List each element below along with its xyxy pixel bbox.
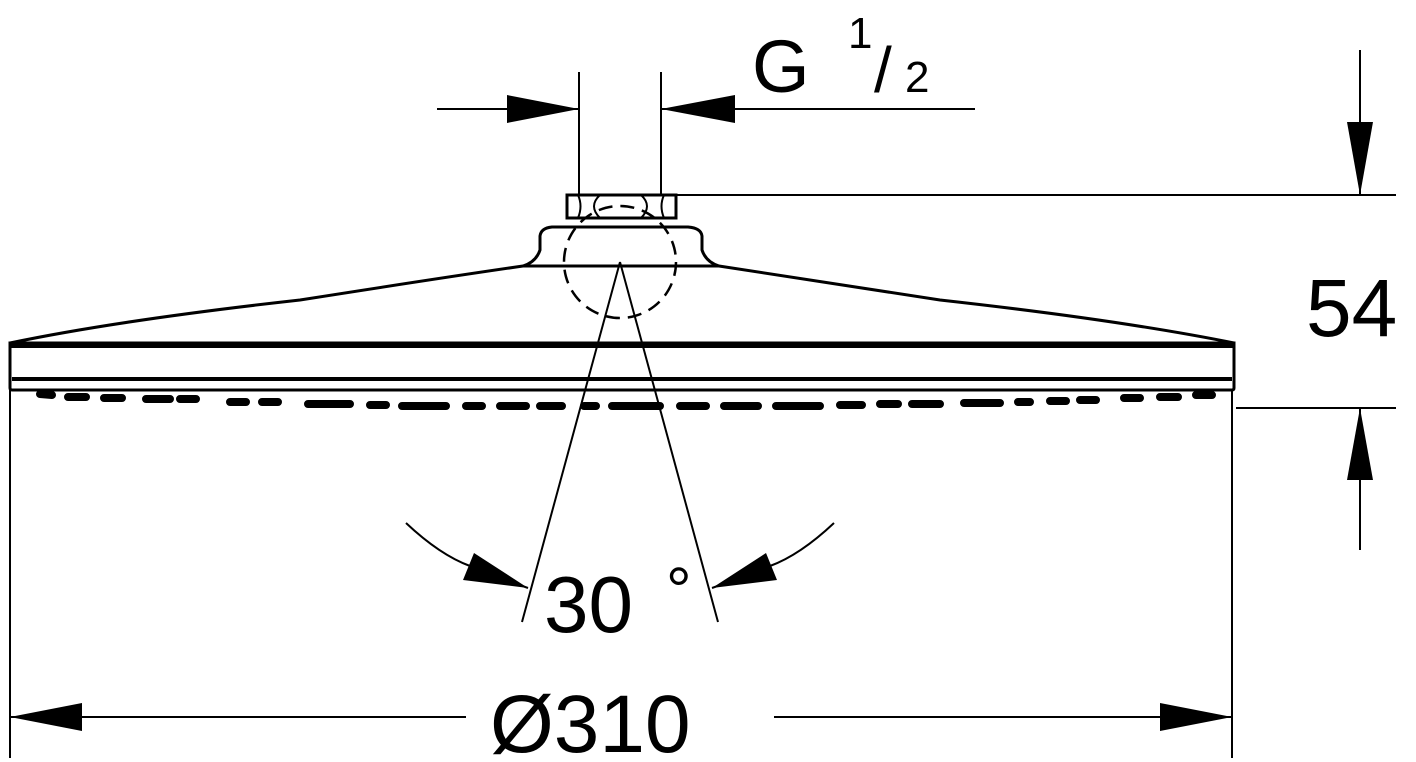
- height-dimension: 54: [676, 50, 1397, 550]
- diameter-arrow-left: [10, 703, 82, 731]
- thread-arrow-right: [661, 95, 735, 123]
- thread-slash: /: [874, 34, 892, 106]
- shower-head: [8, 193, 1236, 410]
- spray-line-left: [521, 261, 621, 623]
- height-arrow-top: [1347, 122, 1373, 195]
- thread-arrow-left: [507, 95, 579, 123]
- angle-unit: °: [666, 554, 692, 626]
- nozzle-row: [36, 390, 1216, 410]
- angle-dim-label: 30: [544, 560, 633, 649]
- body-plate: [8, 341, 1236, 392]
- diameter-dim-label: Ø310: [490, 679, 691, 762]
- ball-joint-hidden: [562, 204, 678, 320]
- height-arrow-bottom: [1347, 408, 1373, 480]
- diameter-arrow-right: [1160, 703, 1232, 731]
- angle-arrow-right: [712, 553, 777, 588]
- thread-denominator: 2: [905, 53, 929, 102]
- diameter-dimension: Ø310: [9, 390, 1233, 762]
- thread-dimension: G 1 / 2: [437, 9, 975, 195]
- spray-line-right: [619, 261, 719, 623]
- hex-nut-facets: [577, 194, 665, 219]
- angle-dimension: 30 °: [405, 261, 835, 649]
- top-shell: [9, 264, 1235, 345]
- height-dim-label: 54: [1306, 263, 1397, 354]
- thread-numerator: 1: [848, 9, 872, 58]
- thread-letter: G: [752, 25, 810, 108]
- angle-arrow-left: [463, 553, 528, 588]
- ball-joint-housing: [522, 225, 720, 268]
